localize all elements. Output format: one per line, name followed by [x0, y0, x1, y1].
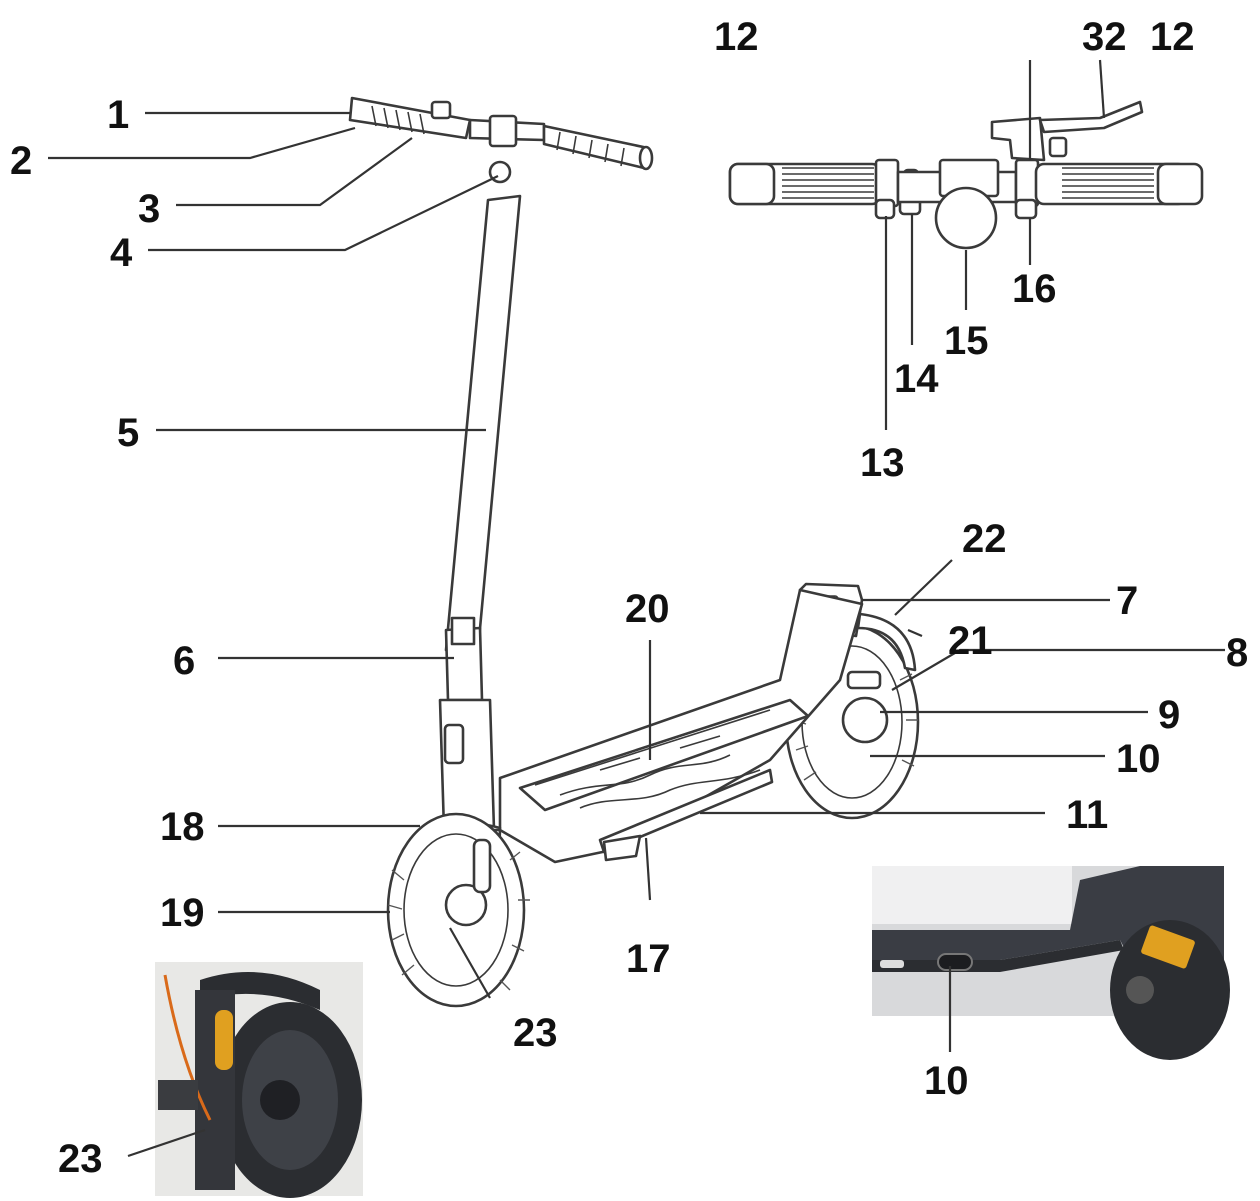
head-tube: [438, 698, 496, 832]
label-22: 22: [962, 517, 1007, 561]
charging-port: [937, 953, 973, 971]
handlebar-detail: [728, 100, 1204, 250]
label-32: 32: [1082, 15, 1127, 59]
brake-lever: [990, 116, 1046, 162]
label-17: 17: [626, 937, 671, 981]
rear-reflector-photo: [1141, 925, 1195, 969]
label-12-left: 12: [714, 15, 759, 59]
label-1: 1: [107, 93, 129, 137]
label-5: 5: [117, 411, 139, 455]
leader-lines: [48, 59, 1225, 1158]
label-15: 15: [944, 319, 989, 363]
label-18: 18: [160, 805, 205, 849]
rear-fender: [856, 612, 917, 672]
label-23-inset: 23: [58, 1137, 103, 1181]
front-reflector-photo: [215, 1010, 233, 1070]
label-6: 6: [173, 639, 195, 683]
label-12-right: 12: [1150, 15, 1195, 59]
label-8: 8: [1226, 631, 1248, 675]
display-dial: [934, 186, 998, 250]
label-10-inset: 10: [924, 1059, 969, 1103]
label-13: 13: [860, 441, 905, 485]
label-4: 4: [110, 231, 133, 275]
deck-side-photo: [872, 866, 1230, 1060]
label-7: 7: [1116, 579, 1138, 623]
label-3: 3: [138, 187, 160, 231]
label-11: 11: [1066, 793, 1108, 837]
label-9: 9: [1158, 693, 1180, 737]
front-wheel: [386, 812, 530, 1008]
label-2: 2: [10, 139, 32, 183]
label-10-main: 10: [1116, 737, 1161, 781]
rear-reflector: [846, 670, 882, 690]
label-14: 14: [894, 357, 939, 401]
label-20: 20: [625, 587, 670, 631]
callout-labels: 1 2 3 4 5 6 18 19 23 17 20 11 10 9 8 21 …: [10, 15, 1248, 1181]
stem: [444, 194, 522, 652]
front-wheel-photo: [155, 962, 363, 1198]
handlebar: [348, 96, 654, 184]
scooter-illustration: [348, 96, 920, 1008]
label-16: 16: [1012, 267, 1057, 311]
label-23-main: 23: [513, 1011, 558, 1055]
label-19: 19: [160, 891, 205, 935]
label-21: 21: [948, 619, 993, 663]
front-reflector: [472, 838, 492, 894]
